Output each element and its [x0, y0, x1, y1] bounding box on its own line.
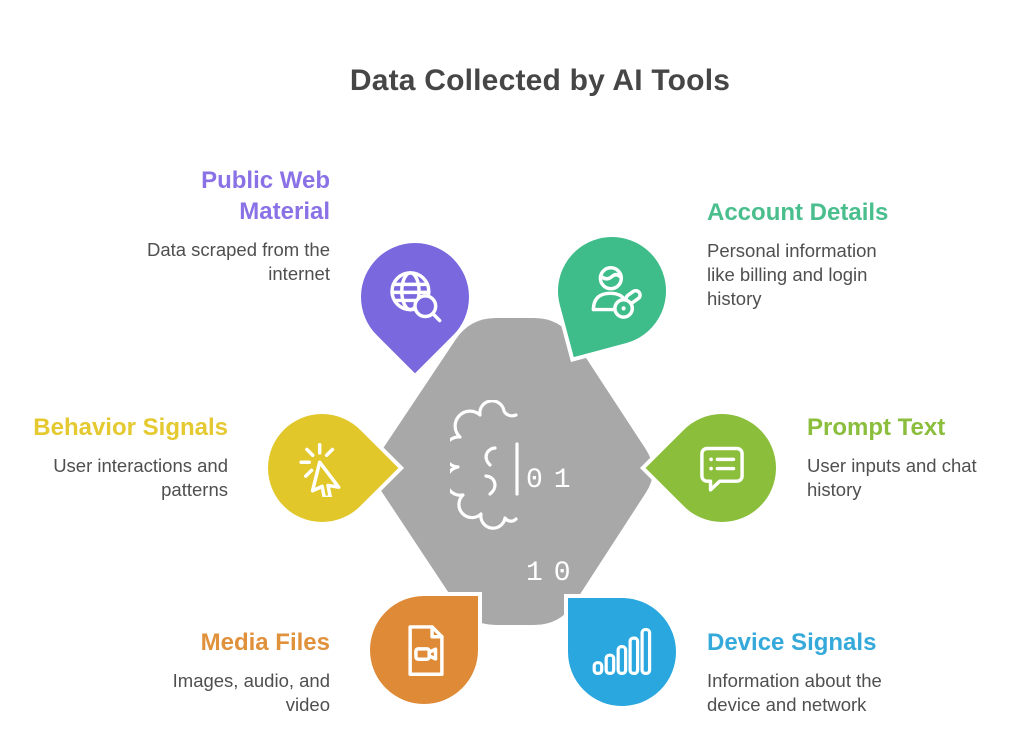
node-label-device-signals: Device Signals Information about the dev…	[707, 627, 919, 717]
binary-row: 10	[526, 558, 582, 589]
node-bubble-public-web-material	[332, 214, 498, 380]
globe-search-icon	[384, 267, 446, 327]
node-title: Prompt Text	[807, 414, 946, 441]
node-bubble-prompt-text	[639, 385, 805, 551]
node-label-media-files: Media Files Images, audio, and video	[70, 627, 330, 717]
chat-list-icon	[691, 438, 753, 498]
node-description: Information about the device and network	[707, 670, 882, 715]
brain-icon	[450, 400, 519, 530]
binary-digits: 01 10 01 01	[526, 400, 693, 732]
node-description: User inputs and chat history	[807, 455, 977, 500]
document-video-icon	[394, 620, 454, 680]
node-bubble-device-signals	[564, 594, 680, 710]
binary-row: 01	[526, 465, 582, 496]
node-title: Behavior Signals	[33, 414, 228, 441]
brain-binary-icon: 01 10 01 01	[450, 400, 693, 732]
node-label-behavior-signals: Behavior Signals User interactions and p…	[0, 412, 228, 502]
node-description: User interactions and patterns	[53, 455, 228, 500]
page-title: Data Collected by AI Tools	[349, 64, 731, 97]
node-bubble-media-files	[366, 592, 482, 708]
node-label-account-details: Account Details Personal information lik…	[707, 197, 919, 311]
user-key-icon	[582, 262, 642, 320]
center-hexagon	[375, 318, 653, 625]
node-title: Device Signals	[707, 629, 877, 656]
binary-row: 01	[526, 651, 582, 682]
node-title: Account Details	[707, 199, 889, 226]
node-bubble-account-details	[540, 219, 684, 363]
node-description: Data scraped from the internet	[146, 239, 330, 284]
cursor-click-icon	[292, 439, 352, 497]
signal-bars-icon	[591, 622, 653, 682]
node-description: Personal information like billing and lo…	[707, 240, 877, 309]
node-title: Public Web Material	[201, 167, 330, 225]
node-label-public-web-material: Public Web Material Data scraped from th…	[70, 165, 330, 286]
node-title: Media Files	[200, 629, 330, 656]
node-bubble-behavior-signals	[239, 385, 405, 551]
node-label-prompt-text: Prompt Text User inputs and chat history	[807, 412, 1007, 502]
node-description: Images, audio, and video	[172, 670, 330, 715]
